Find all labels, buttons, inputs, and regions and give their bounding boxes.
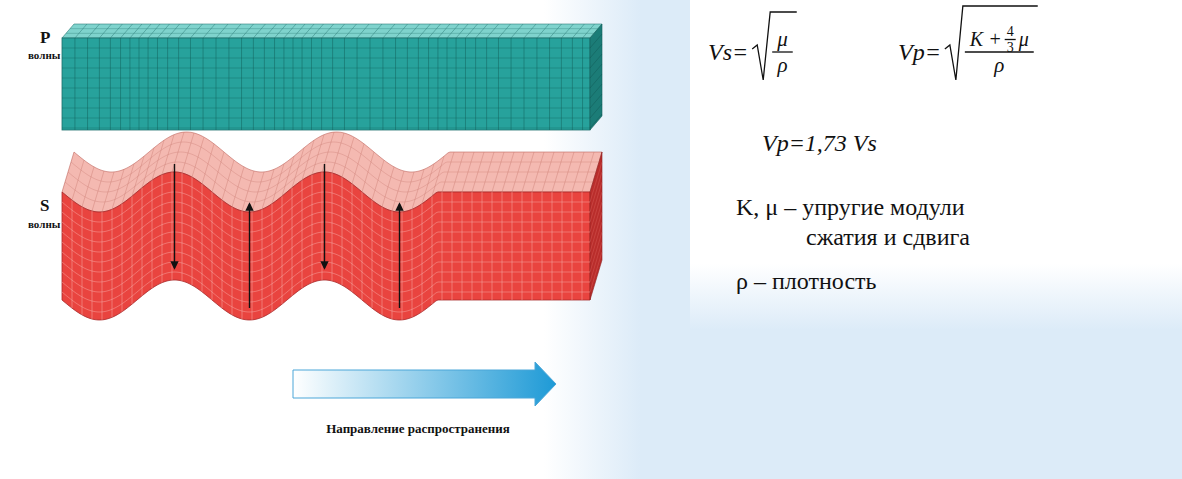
block-front [62,172,590,320]
legend-note: K, μ – упругие модули сжатия и сдвига [736,192,1006,252]
direction-arrow [293,362,556,406]
right-panel [690,0,1182,330]
fraction-digit: 4 [1007,24,1014,39]
fraction-bar [772,51,793,52]
legend-note: ρ – плотность [736,268,877,294]
fraction-bar [1005,39,1016,40]
root-sign [752,12,797,80]
block-side [590,24,602,130]
motion-arrow [324,164,325,268]
wave-word: волны [28,49,60,61]
wave-letter: S [40,197,49,216]
formula-numerator: μ [777,28,788,51]
left-panel [0,0,640,479]
root-sign [945,6,1038,80]
formula-denominator: ρ [777,54,787,77]
block-front [62,38,590,130]
motion-arrow [399,204,400,308]
formula-ratio: Vp=1,73 Vs [762,130,877,156]
wave-word: волны [28,218,60,230]
s-wave-block [62,132,602,320]
fraction-digit: 3 [1007,40,1014,55]
direction-caption: Направление распространения [326,422,510,436]
motion-arrow [249,204,250,308]
fraction-bar [965,51,1034,52]
block-side [590,152,602,300]
formula-numerator: K + [970,28,1002,50]
formula-numerator: μ [1019,28,1029,50]
block-top [62,24,602,38]
motion-arrow [174,164,175,268]
formula-term: Vp= [898,39,941,65]
formula-term: Vs= [708,39,748,65]
formula-denominator: ρ [994,54,1004,77]
wave-letter: P [40,29,50,48]
p-wave-block [62,24,602,130]
